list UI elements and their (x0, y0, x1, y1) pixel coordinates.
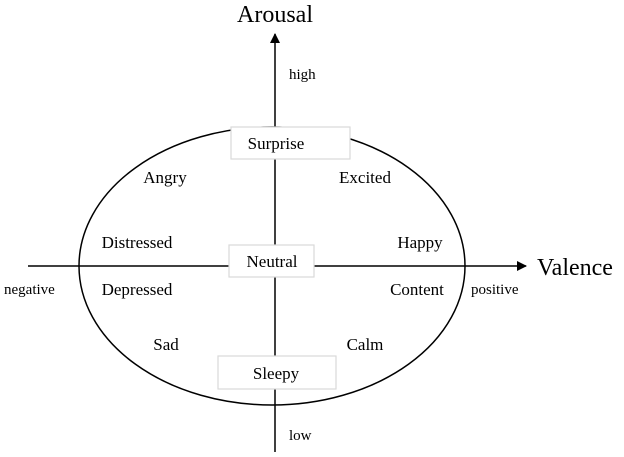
valence-title: Valence (537, 255, 613, 281)
calm-label: Calm (347, 335, 384, 354)
content-label: Content (390, 280, 444, 299)
arousal-title: Arousal (237, 2, 313, 28)
depressed-label: Depressed (102, 280, 173, 299)
sleepy-label: Sleepy (253, 364, 300, 383)
valence-positive-label: positive (471, 282, 519, 298)
happy-label: Happy (397, 233, 443, 252)
surprise-label: Surprise (248, 134, 305, 153)
surprise-box (230, 126, 351, 160)
distressed-label: Distressed (102, 233, 173, 252)
sad-label: Sad (153, 335, 179, 354)
sleepy-box (217, 355, 337, 390)
neutral-box (228, 244, 315, 278)
arousal-low-label: low (289, 428, 312, 444)
arousal-high-label: high (289, 67, 316, 83)
excited-label: Excited (339, 168, 391, 187)
angry-label: Angry (143, 168, 187, 187)
valence-negative-label: negative (4, 282, 55, 298)
neutral-label: Neutral (247, 252, 298, 271)
